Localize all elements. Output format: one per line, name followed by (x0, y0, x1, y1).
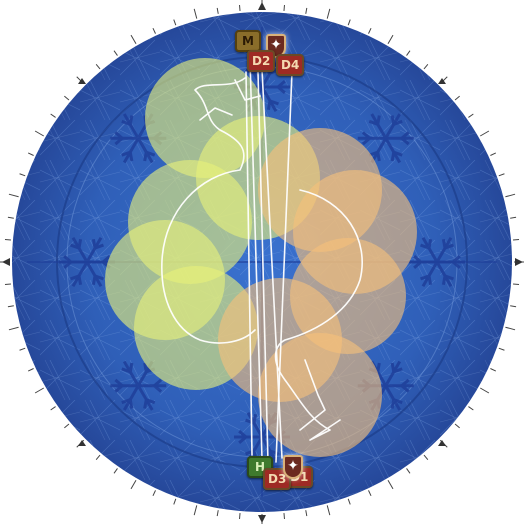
tick-mark (347, 19, 351, 26)
tick-mark (387, 34, 394, 45)
tick-mark (479, 130, 490, 137)
tick-mark (454, 95, 460, 101)
tick-mark (216, 510, 219, 517)
tick-mark (152, 27, 156, 34)
tick-mark (305, 7, 308, 14)
cardinal-arrow-west (2, 258, 10, 266)
path-curve (299, 359, 326, 431)
tick-mark (4, 239, 12, 241)
cardinal-arrow-north (258, 2, 266, 10)
path-line (245, 71, 253, 456)
marker-d2-label: D2 (252, 54, 271, 68)
tick-mark (326, 505, 331, 516)
path-line (257, 71, 269, 463)
tick-mark (8, 193, 19, 198)
tick-mark (368, 490, 372, 497)
tick-mark (27, 152, 34, 156)
tick-mark (505, 193, 516, 198)
tick-mark (423, 64, 429, 70)
cardinal-arrow-south (258, 515, 266, 523)
marker-d4[interactable]: D4 (276, 54, 305, 76)
tick-mark (216, 7, 219, 14)
marker-d3-label: D3 (268, 472, 287, 486)
tick-mark (193, 505, 198, 516)
tick-mark (283, 512, 285, 520)
tick-mark (305, 510, 308, 517)
tick-mark (510, 216, 517, 219)
aoe-circle (258, 333, 382, 457)
tick-mark (498, 347, 505, 351)
cardinal-arrow-ne (438, 78, 446, 84)
path-curve (161, 77, 256, 344)
tick-mark (50, 406, 56, 411)
tick-mark (7, 216, 14, 219)
tick-mark (239, 4, 241, 12)
tick-mark (193, 8, 198, 19)
tick-mark (152, 490, 156, 497)
tick-mark (510, 305, 517, 308)
tick-mark (490, 368, 497, 372)
tick-mark (95, 64, 101, 70)
tick-mark (34, 130, 45, 137)
tick-mark (173, 498, 177, 505)
marker-h-label: H (254, 460, 266, 474)
movement-paths (161, 59, 363, 463)
tick-mark (406, 468, 411, 474)
tick-mark (113, 468, 118, 474)
tick-mark (130, 34, 137, 45)
path-curve (234, 79, 261, 101)
path-line (275, 71, 293, 463)
tick-mark (505, 326, 516, 331)
marker-m[interactable]: M (235, 30, 261, 52)
tick-mark (34, 387, 45, 394)
tick-mark (19, 173, 26, 177)
path-curve (199, 107, 233, 121)
tick-mark (64, 95, 70, 101)
snowflake-icon-bottomleft (110, 360, 167, 411)
marker-m-label: M (242, 34, 254, 48)
snowflake-icon-topright (357, 113, 414, 164)
marker-d2[interactable]: D2 (247, 50, 276, 72)
tick-mark (498, 173, 505, 177)
path-curve (274, 189, 363, 441)
tick-mark (4, 283, 12, 285)
tick-mark (423, 454, 429, 460)
tick-mark (479, 387, 490, 394)
snowflake-glyphs (27, 27, 497, 497)
tick-mark (130, 479, 137, 490)
tick-mark (368, 27, 372, 34)
tick-mark (173, 19, 177, 26)
tick-mark (454, 423, 460, 429)
tick-mark (406, 50, 411, 56)
tick-mark (19, 347, 26, 351)
tick-mark (50, 113, 56, 118)
tick-mark (239, 512, 241, 520)
tick-mark (490, 152, 497, 156)
shield-icon[interactable] (283, 455, 303, 479)
tick-mark (64, 423, 70, 429)
tick-mark (7, 305, 14, 308)
tick-mark (283, 4, 285, 12)
tick-mark (95, 454, 101, 460)
tick-mark (512, 283, 520, 285)
cardinal-arrow-nw (78, 78, 86, 84)
tick-mark (113, 50, 118, 56)
cardinal-arrow-sw (78, 440, 86, 446)
tick-mark (512, 239, 520, 241)
tick-mark (347, 498, 351, 505)
path-line (249, 59, 263, 459)
cardinal-arrow-se (438, 440, 446, 446)
marker-d4-label: D4 (281, 58, 300, 72)
tick-mark (468, 113, 474, 118)
tick-mark (27, 368, 34, 372)
tick-mark (468, 406, 474, 411)
cardinal-arrow-east (515, 258, 523, 266)
tick-mark (387, 479, 394, 490)
tick-mark (326, 8, 331, 19)
tick-mark (8, 326, 19, 331)
